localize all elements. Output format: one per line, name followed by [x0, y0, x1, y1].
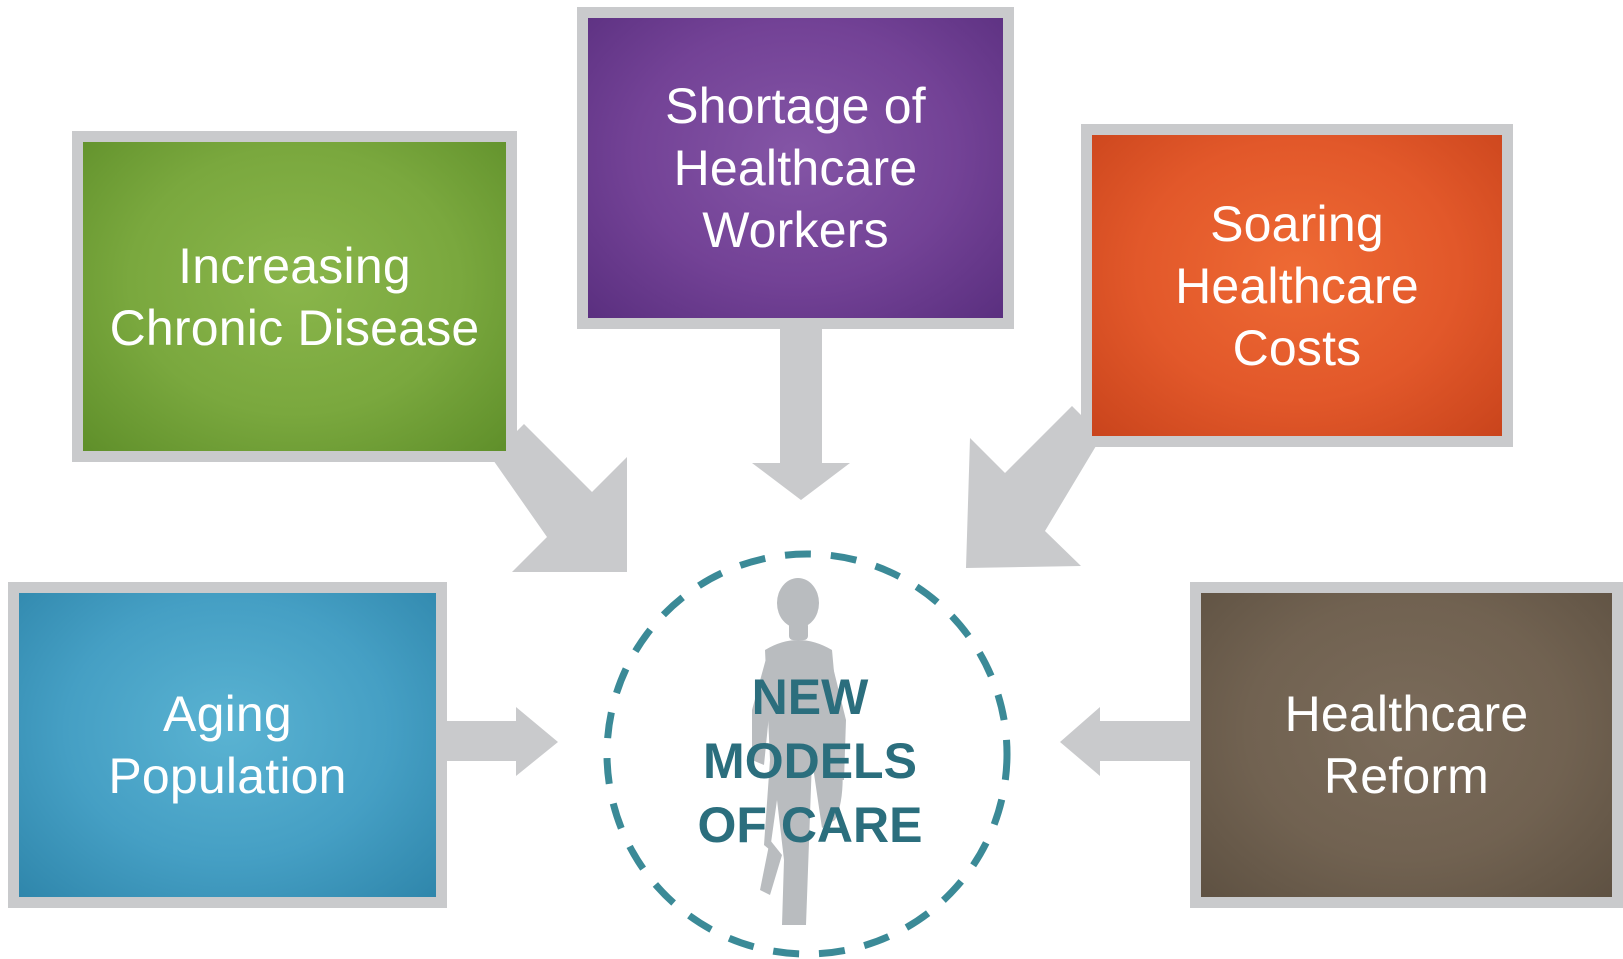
- driver-box-healthcare-costs: Soaring Healthcare Costs: [1081, 124, 1513, 447]
- dashed-circle: [603, 550, 1011, 958]
- arrow-from-aging-population: [447, 707, 558, 776]
- center-title: NEW MODELS OF CARE: [697, 669, 923, 853]
- driver-box-aging-population: Aging Population: [8, 582, 447, 908]
- driver-box-workers-shortage: Shortage of Healthcare Workers: [577, 7, 1014, 329]
- driver-label: Soaring Healthcare Costs: [1175, 195, 1419, 376]
- driver-label: Healthcare Reform: [1284, 686, 1529, 804]
- person-silhouette-icon: [752, 578, 846, 925]
- arrow-from-healthcare-reform: [1060, 707, 1190, 776]
- driver-box-healthcare-reform: Healthcare Reform: [1190, 582, 1623, 908]
- arrow-from-workers: [752, 329, 850, 500]
- driver-label: Aging Population: [108, 686, 347, 804]
- arrow-from-costs: [966, 406, 1102, 568]
- driver-label: Increasing Chronic Disease: [109, 237, 480, 356]
- driver-box-chronic-disease: Increasing Chronic Disease: [72, 131, 517, 462]
- driver-label: Shortage of Healthcare Workers: [665, 78, 926, 258]
- arrow-from-chronic-disease: [491, 424, 627, 572]
